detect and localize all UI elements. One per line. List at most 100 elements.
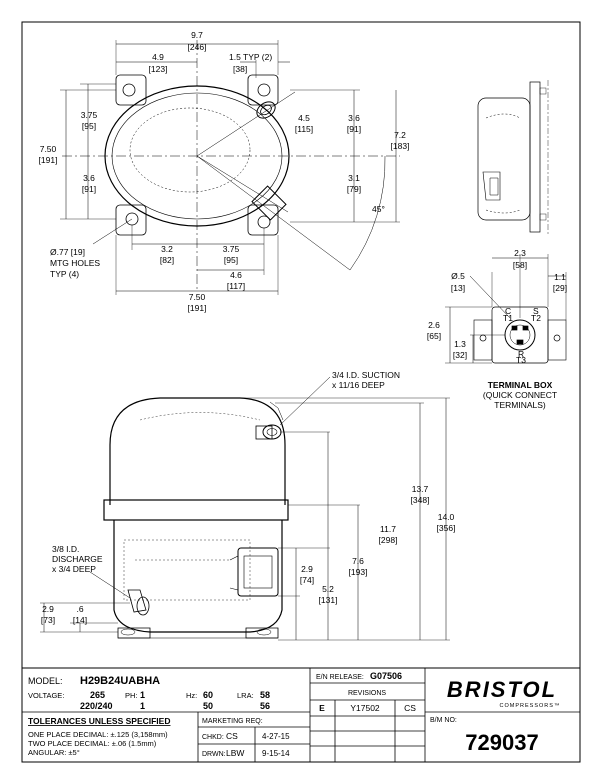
dim-bottom-total: 7.50 <box>189 292 206 302</box>
tb-w1-mm: [58] <box>513 260 527 270</box>
terminal-t3: T3 <box>516 355 526 365</box>
dim-h-29-mm: [73] <box>41 615 55 625</box>
bristol-logo: BRISTOL <box>447 677 557 702</box>
dim-typ: 1.5 TYP (2) <box>229 52 272 62</box>
mounting-foot-br <box>247 204 279 236</box>
revision-letter: E <box>319 703 325 713</box>
dim-left-width: 4.9 <box>152 52 164 62</box>
mounting-foot-bl <box>115 204 147 236</box>
discharge-label-1: 3/8 I.D. <box>52 544 79 554</box>
revisions-header: REVISIONS <box>348 690 386 697</box>
tb-h2-mm: [32] <box>453 350 467 360</box>
dim-h-137-mm: [348] <box>411 495 430 505</box>
dim-h-29b-mm: [74] <box>300 575 314 585</box>
chkd-label: CHKD: <box>202 734 224 741</box>
revision-by: CS <box>404 703 416 713</box>
dim-h-left-upper: 3.75 <box>81 110 98 120</box>
terminal-t2: T2 <box>531 313 541 323</box>
tb-h1: 2.6 <box>428 320 440 330</box>
tb-w2-mm: [29] <box>553 283 567 293</box>
voltage-1: 265 <box>90 690 105 700</box>
suction-label-2: x 11/16 DEEP <box>332 380 385 390</box>
hz-2: 50 <box>203 701 213 711</box>
en-release-label: E/N RELEASE: <box>316 674 364 681</box>
terminal-box-view <box>445 254 567 364</box>
dim-h-29b: 2.9 <box>301 564 313 574</box>
dim-h-right-lower-mm: [79] <box>347 184 361 194</box>
dim-bottom-a: 3.2 <box>161 244 173 254</box>
dim-h-left-total-mm: [191] <box>39 155 58 165</box>
model-value: H29B24UABHA <box>80 675 160 687</box>
drwn-label: DRWN: <box>202 751 226 758</box>
mtg-hole <box>257 83 271 97</box>
bm-value: 729037 <box>465 730 538 755</box>
terminal-s: S <box>533 306 539 316</box>
dim-bottom-b: 3.75 <box>223 244 240 254</box>
terminal-c: C <box>505 306 511 316</box>
tb-dia: Ø.5 <box>451 271 465 281</box>
hz-label: Hz: <box>186 691 197 700</box>
shell-side-profile <box>477 97 531 221</box>
tb-w2: 1.1 <box>554 272 566 282</box>
terminal-box-subtitle-1: (QUICK CONNECT <box>483 390 557 400</box>
ph-label: PH: <box>125 691 138 700</box>
discharge-label-3: x 3/4 DEEP <box>52 564 96 574</box>
title-block <box>22 667 580 762</box>
mounting-foot-tr <box>247 74 279 106</box>
dim-h-right-total: 7.2 <box>394 130 406 140</box>
dim-h-14-mm: [356] <box>437 523 456 533</box>
dim-typ-mm: [38] <box>233 64 247 74</box>
dim-h-76: 7.6 <box>352 556 364 566</box>
dim-h-left-upper-mm: [95] <box>82 121 96 131</box>
mtg-holes-label-1: Ø.77 [19] <box>50 247 85 257</box>
model-label: MODEL: <box>28 676 63 686</box>
voltage-label: VOLTAGE: <box>28 691 64 700</box>
shell-weld-band <box>103 499 289 521</box>
top-view-dimensions: 9.7 [246] 4.9 [123] 1.5 TYP (2) [38] 3.7… <box>39 30 410 313</box>
tb-h1-mm: [65] <box>427 331 441 341</box>
dim-angle: 45° <box>372 204 385 214</box>
tolerance-2: TWO PLACE DECIMAL: ±.06 (1.5mm) <box>28 739 157 748</box>
dim-h-right-total-mm: [183] <box>391 141 410 151</box>
terminal-box-subtitle-2: TERMINALS) <box>494 400 546 410</box>
front-view <box>40 376 450 641</box>
sheet-border <box>21 21 581 763</box>
dim-h-14: 14.0 <box>438 512 455 522</box>
dim-overall-width-mm: [246] <box>188 42 207 52</box>
dim-h-left-lower-mm: [91] <box>82 184 96 194</box>
dim-overall-width: 9.7 <box>191 30 203 40</box>
front-view-dimensions: 3/4 I.D. SUCTION x 11/16 DEEP 3/8 I.D. D… <box>41 370 456 625</box>
hz-1: 60 <box>203 690 213 700</box>
terminal-box-top <box>251 185 287 221</box>
tolerance-1: ONE PLACE DECIMAL: ±.125 (3,158mm) <box>28 730 168 739</box>
tb-h2: 1.3 <box>454 339 466 349</box>
terminal-box-labels: 2.3 [58] 1.1 [29] Ø.5 [13] 2.6 [65] 1.3 … <box>427 248 567 410</box>
dim-h-left-total: 7.50 <box>40 144 57 154</box>
tb-w1: 2.3 <box>514 248 526 258</box>
mounting-plate-side <box>529 81 541 233</box>
dim-h-left-lower: 3.6 <box>83 173 95 183</box>
suction-label-1: 3/4 I.D. SUCTION <box>332 370 400 380</box>
dim-h-76-mm: [193] <box>349 567 368 577</box>
dim-h-137: 13.7 <box>412 484 429 494</box>
dim-bottom-total-mm: [191] <box>188 303 207 313</box>
chkd-date: 4-27-15 <box>262 732 290 741</box>
mtg-holes-label-2: MTG HOLES <box>50 258 100 268</box>
dim-offset: 4.5 <box>298 113 310 123</box>
dim-h-117: 11.7 <box>380 524 396 534</box>
bristol-logo-sub: COMPRESSORS™ <box>500 703 561 709</box>
dim-left-width-mm: [123] <box>149 64 168 74</box>
tolerance-3: ANGULAR: ±5° <box>28 748 80 757</box>
ph-2: 1 <box>140 701 145 711</box>
drwn-date: 9-15-14 <box>262 749 290 758</box>
dim-bottom-a-mm: [82] <box>160 255 174 265</box>
dim-h-06: .6 <box>76 604 83 614</box>
dim-bottom-c: 4.6 <box>230 270 242 280</box>
tb-dia-mm: [13] <box>451 283 465 293</box>
dim-h-right-lower: 3.1 <box>348 173 360 183</box>
shell-lower <box>113 520 283 633</box>
dim-offset-mm: [115] <box>295 124 313 134</box>
drwn-value: LBW <box>226 748 244 758</box>
